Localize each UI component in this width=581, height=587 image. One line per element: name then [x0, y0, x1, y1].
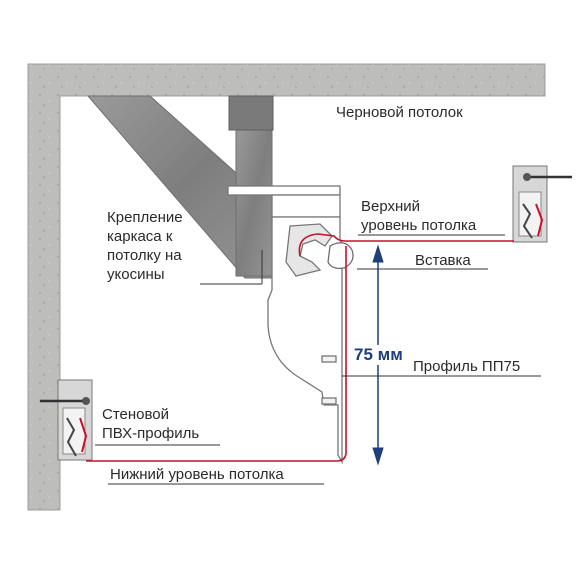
- label-wall-profile-line: ПВХ-профиль: [102, 425, 200, 442]
- label-mount: Крепление каркаса к потолку на укосины: [107, 208, 183, 284]
- screw-icon: [40, 397, 90, 405]
- label-wall-profile-line: Стеновой: [102, 406, 170, 423]
- insert: [327, 242, 354, 269]
- label-lower-level: Нижний уровень потолка: [110, 466, 284, 483]
- pp75-profile: [227, 185, 343, 465]
- label-upper-level-line: уровень потолка: [361, 217, 477, 234]
- screw-icon: [523, 173, 572, 181]
- label-mount-line: укосины: [107, 266, 165, 283]
- label-upper-level-line: Верхний: [361, 198, 421, 215]
- clip-icon: [57, 379, 93, 461]
- concrete-ceiling-wall: [27, 63, 546, 511]
- ceiling-bracket: [228, 95, 274, 131]
- label-insert: Вставка: [415, 252, 471, 269]
- label-mount-line: потолку на: [107, 247, 182, 264]
- label-upper-level: Верхний уровень потолка: [361, 197, 476, 235]
- label-rough-ceiling: Черновой потолок: [336, 104, 463, 121]
- label-wall-profile: Стеновой ПВХ-профиль: [102, 405, 199, 443]
- leader-lines: [95, 234, 541, 485]
- vertical-hanger: [235, 125, 273, 277]
- lower-membrane: [86, 246, 347, 462]
- label-mount-line: Крепление: [107, 209, 183, 226]
- upper-membrane: [298, 233, 514, 257]
- label-profile: Профиль ПП75: [413, 358, 521, 375]
- label-dimension: 75 мм: [354, 345, 403, 365]
- label-mount-line: каркаса к: [107, 228, 173, 245]
